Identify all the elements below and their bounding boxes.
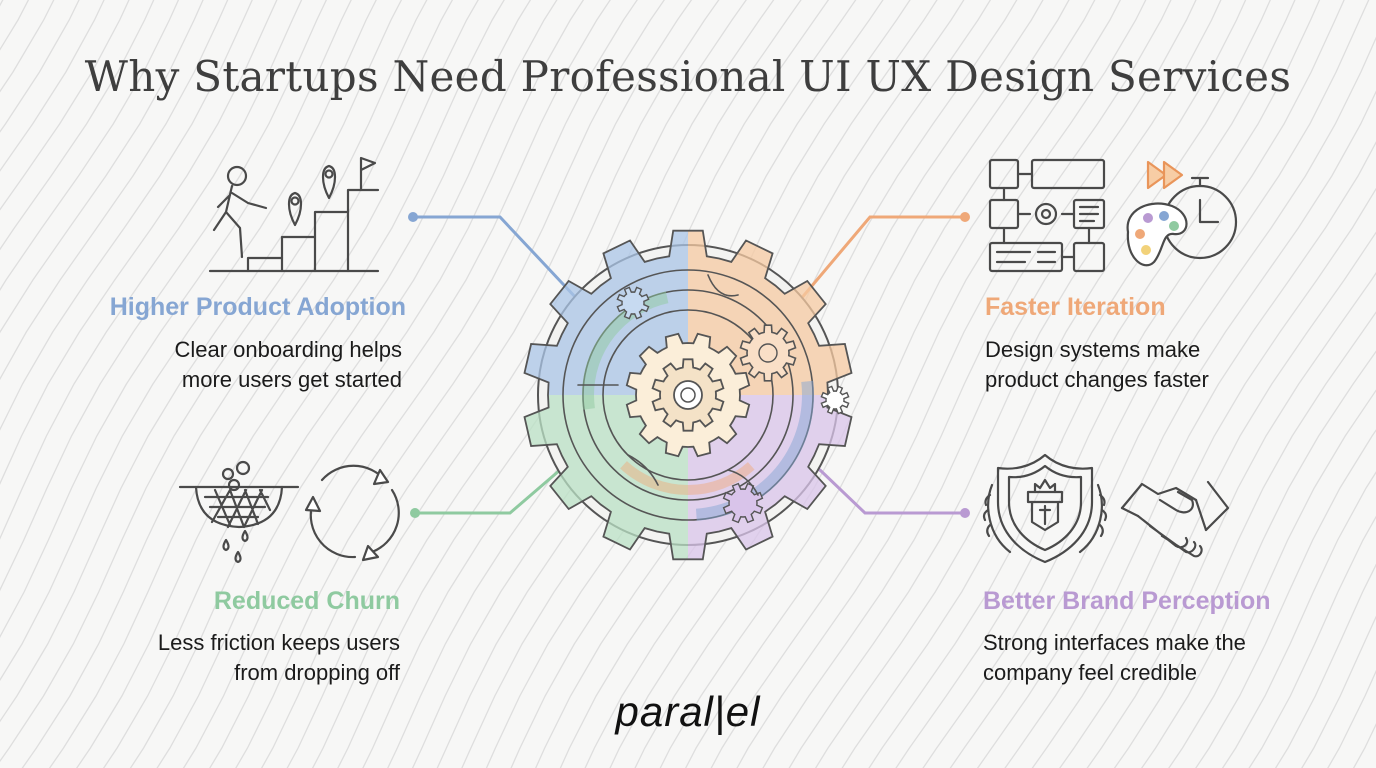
shield-handshake-icon xyxy=(982,453,1230,564)
green-arc xyxy=(582,289,794,501)
satellite-gear-blue xyxy=(616,286,650,320)
desc-brand-line1: Strong interfaces make the xyxy=(983,630,1246,655)
workflow-palette-timer-icon xyxy=(988,158,1238,273)
desc-adoption-line2: more users get started xyxy=(181,367,402,392)
heading-churn: Reduced Churn xyxy=(213,587,400,615)
connector-brand xyxy=(818,468,967,515)
heading-adoption: Higher Product Adoption xyxy=(109,293,406,321)
desc-adoption-line1: Clear onboarding helps xyxy=(174,337,403,362)
connector-iteration xyxy=(798,215,967,302)
page-title: Why Startups Need Professional UI UX Des… xyxy=(84,52,1292,101)
orange-arc xyxy=(588,295,788,495)
inner-ring xyxy=(602,309,774,481)
connector-dot-churn xyxy=(410,508,420,518)
connector-adoption xyxy=(411,215,580,302)
connector-dot-iteration xyxy=(960,212,970,222)
desc-brand-line2: company feel credible xyxy=(983,660,1198,685)
satellite-gear-purple xyxy=(722,482,764,524)
center-hole xyxy=(680,387,696,403)
desc-churn-line2: from dropping off xyxy=(234,660,400,685)
desc-churn-line1: Less friction keeps users xyxy=(157,630,400,655)
heading-iteration: Faster Iteration xyxy=(985,293,1166,321)
parallel-logo: paral|el xyxy=(615,688,761,735)
staircase-progress-icon xyxy=(208,156,380,273)
center-hub xyxy=(673,380,703,410)
satellite-hub xyxy=(758,343,778,363)
sieve-cycle-icon xyxy=(178,460,400,564)
blue-arc xyxy=(562,269,814,521)
satellite-gear-small xyxy=(820,385,850,415)
connector-dot-adoption xyxy=(408,212,418,222)
satellite-gear-orange xyxy=(739,324,797,382)
circuit-traces xyxy=(577,274,759,496)
connector-churn xyxy=(413,468,562,515)
connector-dot-brand xyxy=(960,508,970,518)
heading-brand: Better Brand Perception xyxy=(983,587,1271,615)
gear-cluster-icon xyxy=(523,229,853,561)
desc-iteration-line2: product changes faster xyxy=(985,367,1209,392)
desc-iteration-line1: Design systems make xyxy=(985,337,1201,362)
